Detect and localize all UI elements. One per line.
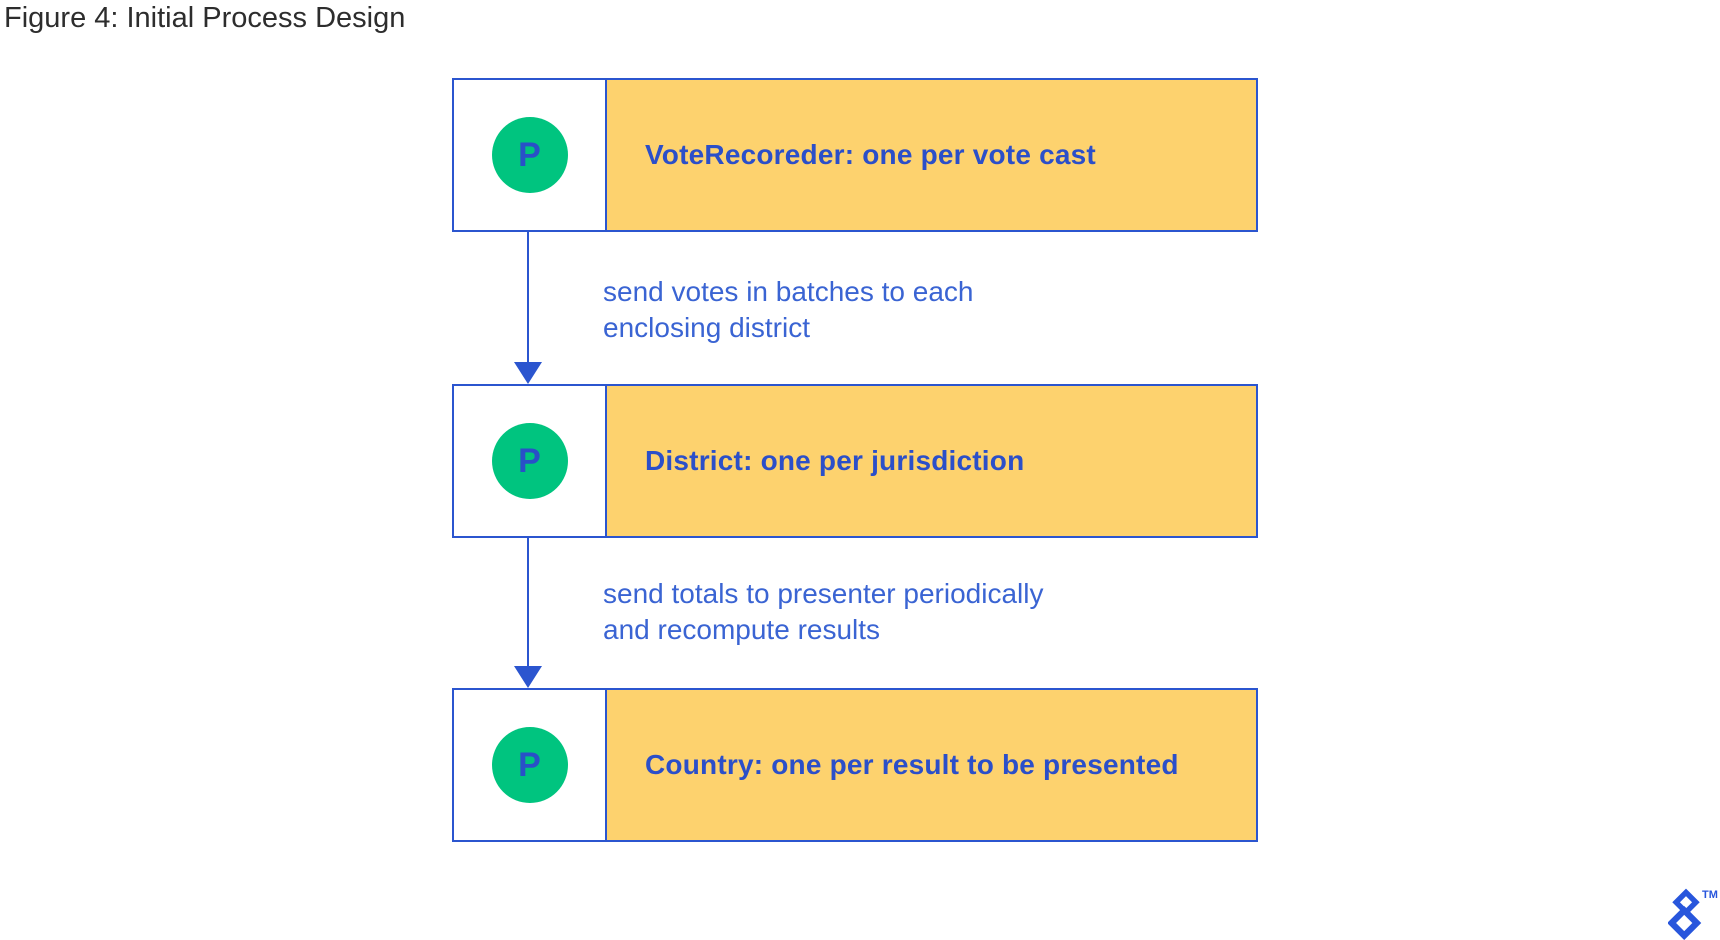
toptal-logo: TM: [1668, 888, 1720, 940]
process-node-vote-recorder: P VoteRecoreder: one per vote cast: [452, 78, 1258, 232]
process-badge-icon: P: [491, 423, 568, 499]
process-label-cell: District: one per jurisdiction: [607, 386, 1256, 536]
process-badge-cell: P: [454, 80, 607, 230]
arrow-head-icon: [514, 362, 542, 384]
process-node-label: District: one per jurisdiction: [645, 445, 1025, 476]
edge-label-line2: and recompute results: [603, 614, 881, 645]
process-label-cell: VoteRecoreder: one per vote cast: [607, 80, 1256, 230]
trademark-label: TM: [1702, 889, 1718, 901]
process-badge-cell: P: [454, 386, 607, 536]
arrow-line: [527, 232, 529, 363]
edge-label-line1: send votes in batches to each: [603, 276, 974, 307]
arrow-line: [527, 538, 529, 667]
edge-label: send totals to presenter periodically an…: [603, 576, 1163, 648]
process-badge-icon: P: [491, 117, 568, 193]
process-node-label: Country: one per result to be presented: [645, 749, 1179, 780]
process-node-country: P Country: one per result to be presente…: [452, 688, 1258, 842]
process-badge-icon: P: [491, 727, 568, 803]
edge-label-line1: send totals to presenter periodically: [603, 578, 1044, 609]
process-node-district: P District: one per jurisdiction: [452, 384, 1258, 538]
toptal-logo-icon: [1668, 888, 1702, 940]
arrow-head-icon: [514, 666, 542, 688]
edge-label: send votes in batches to each enclosing …: [603, 274, 1163, 346]
process-label-cell: Country: one per result to be presented: [607, 690, 1256, 840]
figure-title: Figure 4: Initial Process Design: [4, 2, 406, 34]
process-node-label: VoteRecoreder: one per vote cast: [645, 139, 1096, 170]
process-badge-cell: P: [454, 690, 607, 840]
edge-label-line2: enclosing district: [603, 312, 810, 343]
